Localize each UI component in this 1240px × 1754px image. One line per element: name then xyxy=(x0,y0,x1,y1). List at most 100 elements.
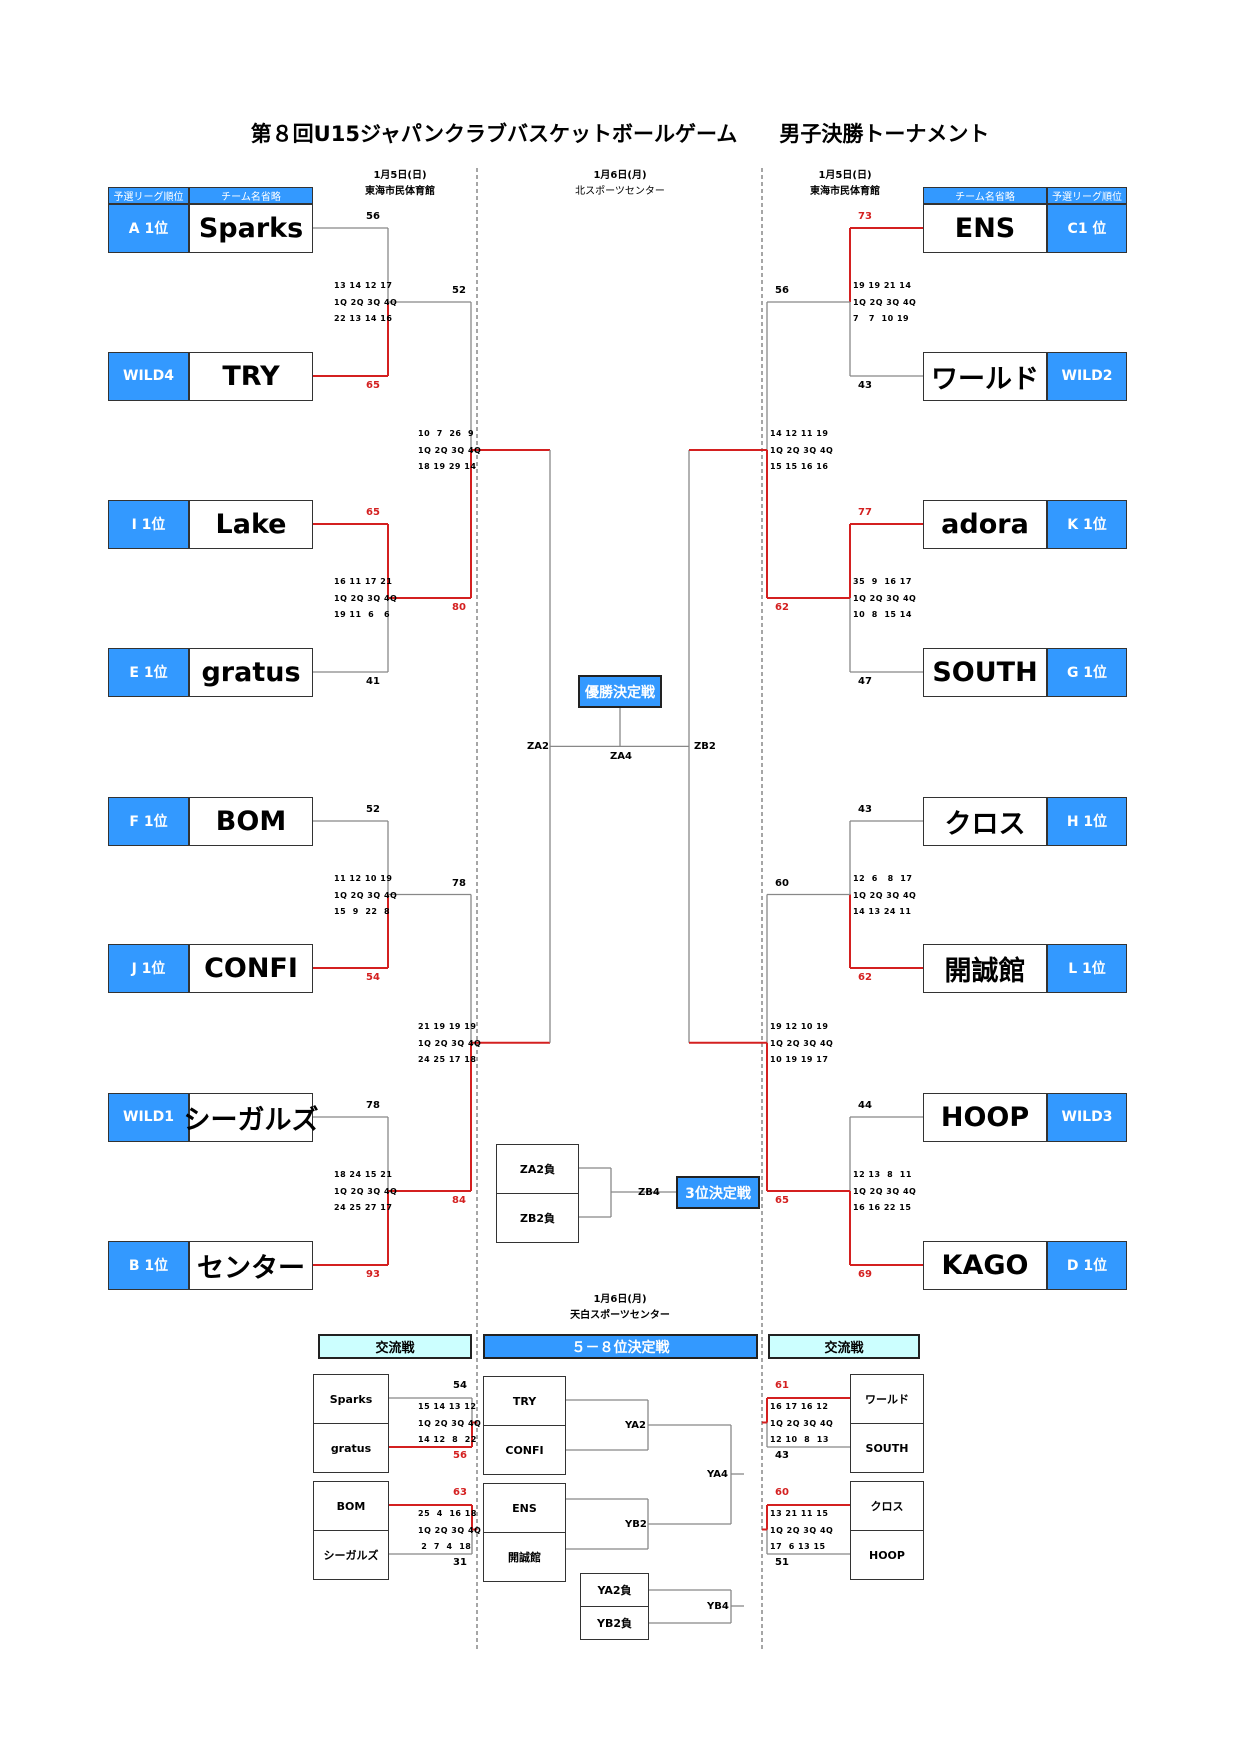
right-r1-quarter-labels: 1Q 2Q 3Q 4Q xyxy=(853,1187,917,1196)
third-place-label: 3位決定戦 xyxy=(676,1176,760,1209)
left-r1-quarters-bottom: 19 11 6 6 xyxy=(334,610,391,619)
placement-team-1: TRY xyxy=(483,1376,566,1426)
right-r1-quarters-bottom: 16 16 22 15 xyxy=(853,1203,912,1212)
exchange-left-team-bottom: gratus xyxy=(313,1423,389,1473)
right-team-rank: G 1位 xyxy=(1047,647,1127,697)
right-team-name: SOUTH xyxy=(923,647,1047,697)
placement-code-yb4: YB4 xyxy=(707,1601,729,1612)
exchange-left-bottom-score: 56 xyxy=(453,1450,467,1461)
left-r1-bottom-score: 93 xyxy=(366,1269,380,1280)
left-r1-quarters-top: 13 14 12 17 xyxy=(334,281,393,290)
third-bottom: ZB2負 xyxy=(496,1193,579,1243)
venue-bottom: 1月6日(月) 天白スポーツセンター xyxy=(560,1292,680,1324)
right-team-rank: WILD3 xyxy=(1047,1092,1127,1142)
exchange-right-quarters-bottom: 17 6 13 15 xyxy=(770,1541,826,1551)
left-team-name: gratus xyxy=(189,647,313,697)
exchange-right-quarter-labels: 1Q 2Q 3Q 4Q xyxy=(770,1418,834,1428)
left-r1-quarters-bottom: 22 13 14 16 xyxy=(334,314,393,323)
right-r1-quarters-bottom: 10 8 15 14 xyxy=(853,610,912,619)
left-r1-bottom-score: 41 xyxy=(366,676,380,687)
right-r1-bottom-score: 69 xyxy=(858,1269,872,1280)
exchange-right-quarters-bottom: 12 10 8 13 xyxy=(770,1434,829,1444)
left-r2-quarters-top: 21 19 19 19 xyxy=(418,1021,477,1031)
exchange-right-top-score: 60 xyxy=(775,1487,789,1498)
venue-left: 1月5日(日) 東海市民体育館 xyxy=(340,168,460,200)
right-r2-bottom-score: 65 xyxy=(775,1195,789,1206)
left-r1-top-score: 56 xyxy=(366,211,380,222)
final-right-code: ZB2 xyxy=(694,741,716,752)
right-team-rank: K 1位 xyxy=(1047,499,1127,549)
final-center-code: ZA4 xyxy=(610,751,632,762)
left-r2-top-score: 52 xyxy=(452,285,466,296)
left-team-name: TRY xyxy=(189,351,313,401)
right-r1-bottom-score: 62 xyxy=(858,972,872,983)
venue-center-place: 北スポーツセンター xyxy=(575,186,665,197)
third-code: ZB4 xyxy=(638,1187,660,1198)
exchange-right-team-top: クロス xyxy=(850,1481,924,1531)
left-r1-quarters-bottom: 24 25 27 17 xyxy=(334,1203,393,1212)
right-r1-top-score: 44 xyxy=(858,1100,872,1111)
placement-team-2: CONFI xyxy=(483,1425,566,1475)
right-r2-quarters-top: 14 12 11 19 xyxy=(770,429,829,438)
page-title: 第８回U15ジャパンクラブバスケットボールゲーム 男子決勝トーナメント xyxy=(250,122,990,146)
left-r1-top-score: 52 xyxy=(366,804,380,815)
exchange-left-top-score: 54 xyxy=(453,1380,467,1391)
venue-left-date: 1月5日(日) xyxy=(373,170,427,181)
left-r2-bottom-score: 84 xyxy=(452,1195,466,1206)
right-r1-bottom-score: 43 xyxy=(858,380,872,391)
left-team-name: Sparks xyxy=(189,203,313,253)
left-team-name: センター xyxy=(189,1240,313,1290)
right-r1-quarters-top: 12 6 8 17 xyxy=(853,873,913,883)
left-team-name: Lake xyxy=(189,499,313,549)
exchange-left-team-top: BOM xyxy=(313,1481,389,1531)
venue-left-place: 東海市民体育館 xyxy=(365,186,435,197)
right-r1-quarters-top: 35 9 16 17 xyxy=(853,577,912,586)
right-team-name: adora xyxy=(923,499,1047,549)
left-team-name: シーガルズ xyxy=(184,1092,319,1142)
left-team-rank: I 1位 xyxy=(108,499,189,549)
right-team-name: クロス xyxy=(923,796,1047,846)
exchange-right-team-bottom: HOOP xyxy=(850,1530,924,1580)
right-team-rank: D 1位 xyxy=(1047,1240,1127,1290)
exchange-right-quarters-top: 16 17 16 12 xyxy=(770,1401,829,1411)
right-r1-quarter-labels: 1Q 2Q 3Q 4Q xyxy=(853,890,917,900)
left-r1-quarters-bottom: 15 9 22 8 xyxy=(334,906,391,916)
exchange-right-header: 交流戦 xyxy=(768,1334,920,1359)
left-team-name: BOM xyxy=(189,796,313,846)
placement-code-yb2: YB2 xyxy=(625,1519,647,1530)
venue-bottom-place: 天白スポーツセンター xyxy=(570,1310,670,1321)
right-r1-quarter-labels: 1Q 2Q 3Q 4Q xyxy=(853,298,917,307)
right-team-rank: H 1位 xyxy=(1047,796,1127,846)
exchange-left-quarters-bottom: 14 12 8 22 xyxy=(418,1434,477,1444)
left-r1-bottom-score: 54 xyxy=(366,972,380,983)
right-r1-quarters-top: 12 13 8 11 xyxy=(853,1170,912,1179)
left-r1-top-score: 65 xyxy=(366,507,380,518)
placement-header: ５－８位決定戦 xyxy=(483,1334,758,1359)
left-team-name: CONFI xyxy=(189,943,313,993)
exchange-left-team-top: Sparks xyxy=(313,1374,389,1424)
left-r2-quarter-labels: 1Q 2Q 3Q 4Q xyxy=(418,1038,482,1048)
exchange-left-quarter-labels: 1Q 2Q 3Q 4Q xyxy=(418,1525,482,1535)
right-r1-top-score: 77 xyxy=(858,507,872,518)
left-r1-quarter-labels: 1Q 2Q 3Q 4Q xyxy=(334,890,398,900)
right-r1-quarters-bottom: 7 7 10 19 xyxy=(853,314,910,323)
left-team-rank: J 1位 xyxy=(108,943,189,993)
right-team-name: ワールド xyxy=(923,351,1047,401)
venue-center: 1月6日(月) 北スポーツセンター xyxy=(560,168,680,200)
placement-loser-2: YB2負 xyxy=(580,1606,649,1640)
exchange-left-quarters-top: 15 14 13 12 xyxy=(418,1401,477,1411)
right-team-name: HOOP xyxy=(923,1092,1047,1142)
exchange-left-quarter-labels: 1Q 2Q 3Q 4Q xyxy=(418,1418,482,1428)
exchange-right-team-bottom: SOUTH xyxy=(850,1423,924,1473)
left-r1-quarters-top: 16 11 17 21 xyxy=(334,577,393,586)
exchange-left-quarters-top: 25 4 16 18 xyxy=(418,1508,477,1518)
right-team-name: 開誠館 xyxy=(923,943,1047,993)
right-team-rank: WILD2 xyxy=(1047,351,1127,401)
placement-team-3: ENS xyxy=(483,1483,566,1533)
left-r1-top-score: 78 xyxy=(366,1100,380,1111)
right-team-name: KAGO xyxy=(923,1240,1047,1290)
left-r1-quarters-top: 11 12 10 19 xyxy=(334,873,393,883)
left-team-rank: B 1位 xyxy=(108,1240,189,1290)
left-team-rank: E 1位 xyxy=(108,647,189,697)
